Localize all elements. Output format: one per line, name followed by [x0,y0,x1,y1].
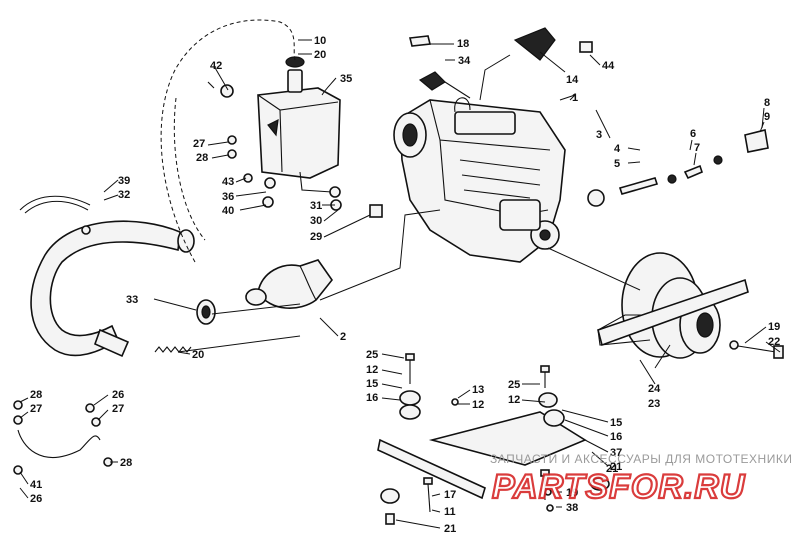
callout-16-b: 16 [610,431,622,443]
exhaust-pipe [19,195,195,358]
callout-26: 26 [112,389,124,401]
callout-10: 10 [314,35,326,47]
callout-31: 31 [310,200,322,212]
callout-16: 16 [366,392,378,404]
callout-15-b: 15 [610,417,622,429]
callout-14: 14 [566,74,579,86]
callout-24: 24 [648,383,661,395]
callout-32: 32 [118,189,130,201]
callout-7: 7 [694,142,700,154]
callout-40: 40 [222,205,234,217]
callout-44: 44 [602,60,615,72]
callout-1: 1 [572,92,578,104]
callout-29: 29 [310,231,322,243]
exhaust-gasket [196,299,216,325]
callout-28-b: 28 [30,389,42,401]
exhaust-manifold [245,259,333,309]
callout-4: 4 [614,143,621,155]
callout-37: 37 [610,447,622,459]
callout-18: 18 [457,38,469,50]
callout-20-spring: 20 [192,349,204,361]
callout-20: 20 [314,49,326,61]
oil-line-2 [173,97,206,241]
oil-tank [257,56,341,198]
callout-34: 34 [458,55,471,67]
callout-42: 42 [210,60,222,72]
small-hardware [13,27,593,512]
callout-19-b: 19 [566,487,578,499]
callout-23: 23 [648,398,660,410]
callout-27: 27 [193,138,205,150]
callout-13: 13 [472,384,484,396]
callout-12-c: 12 [508,394,520,406]
callout-11: 11 [444,506,456,518]
callout-26-b: 26 [30,493,42,505]
callout-25: 25 [366,349,378,361]
callout-28: 28 [196,152,208,164]
callout-39: 39 [118,175,130,187]
mount-plate-rear [377,438,486,500]
callout-8: 8 [764,97,770,109]
callout-17: 17 [444,489,456,501]
leader-lines [19,39,781,529]
callout-35: 35 [340,73,352,85]
callout-41: 41 [30,479,42,491]
exhaust-spring [154,346,192,353]
mount-bolts [405,353,550,513]
callout-12: 12 [366,364,378,376]
svg-text:PARTSFOR.RU: PARTSFOR.RU [492,468,746,506]
callout-15: 15 [366,378,378,390]
engine-assembly [393,71,566,263]
oil-line [160,19,296,263]
callout-28-c: 28 [120,457,132,469]
callout-9: 9 [764,111,770,123]
engine-mount-hardware [587,129,769,207]
callout-12-b: 12 [472,399,484,411]
callout-43: 43 [222,176,234,188]
callout-3: 3 [596,129,602,141]
callout-38: 38 [566,502,578,514]
callout-21: 21 [444,523,456,535]
drive-clutch [597,252,749,359]
callout-21-c: 21 [606,463,618,475]
callout-labels: 10 20 18 34 44 14 1 42 35 27 28 43 36 40… [30,35,780,535]
callout-21-b: 21 [610,461,622,473]
callout-36: 36 [222,191,234,203]
callout-19: 19 [768,321,780,333]
callout-27-c: 27 [112,403,124,415]
watermark-logo: PARTSFOR.RU [491,467,746,507]
clutch-bolt [729,340,784,359]
callout-2: 2 [340,331,346,343]
callout-6: 6 [690,128,696,140]
callout-25-b: 25 [508,379,520,391]
callout-33: 33 [126,294,138,306]
callout-22: 22 [768,336,780,348]
callout-5: 5 [614,158,620,170]
callout-30: 30 [310,215,322,227]
rubber-mount [380,390,610,525]
watermark-caption: ЗАПЧАСТИ И АКСЕССУАРЫ ДЛЯ МОТОТЕХНИКИ [490,452,793,466]
callout-27-b: 27 [30,403,42,415]
